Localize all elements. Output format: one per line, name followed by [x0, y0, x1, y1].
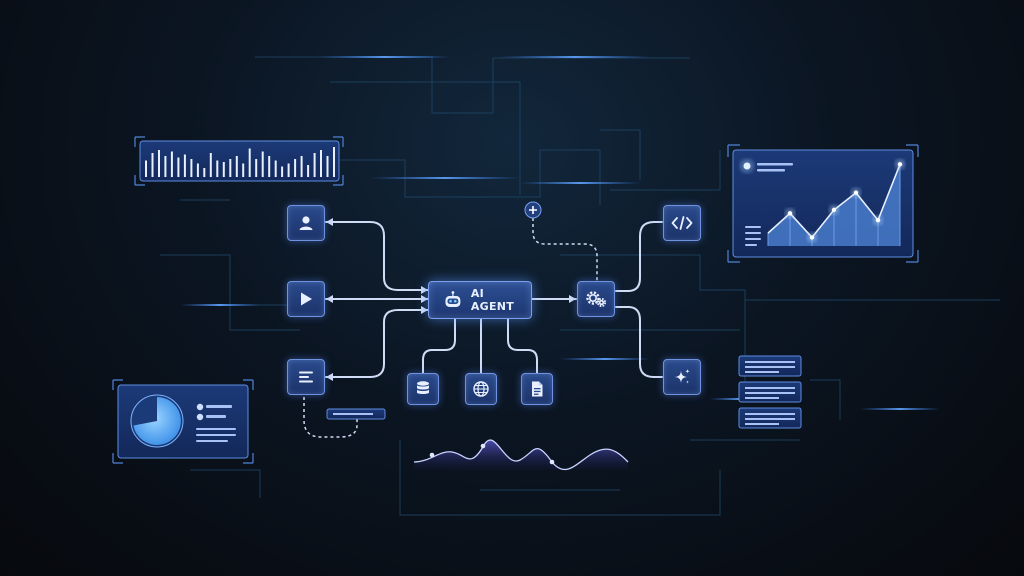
robot-icon	[445, 291, 461, 307]
bar-panel-bar	[294, 159, 297, 177]
media-node[interactable]	[287, 281, 325, 317]
bar-panel-bar	[216, 160, 219, 177]
text-node[interactable]	[287, 359, 325, 395]
line-chart-point	[875, 218, 881, 223]
waveform-decoration	[413, 439, 629, 471]
bar-panel-bar	[333, 147, 335, 177]
bar-panel-bar	[287, 163, 290, 177]
bar-panel	[134, 136, 344, 186]
pie-panel	[112, 379, 254, 464]
database-icon	[417, 381, 429, 394]
code-node[interactable]	[663, 205, 701, 241]
bar-panel-bar	[307, 165, 310, 177]
bar-panel-bar	[320, 150, 322, 177]
connectors	[325, 221, 663, 378]
line-chart-points	[785, 159, 905, 243]
bar-panel-bar	[170, 151, 173, 177]
text-output-label	[326, 408, 386, 420]
bar-panel-bar	[151, 153, 154, 177]
sparkle-icon	[675, 369, 690, 384]
bar-panel-bar	[326, 156, 329, 177]
play-icon	[301, 292, 312, 306]
bar-panel-bar	[274, 160, 277, 177]
bar-panel-bar	[158, 150, 160, 177]
user-icon	[299, 216, 313, 230]
add-node[interactable]	[524, 201, 542, 219]
bar-panel-bar	[235, 156, 238, 177]
connector-user-agent	[325, 221, 429, 291]
connector-agent-database	[422, 318, 456, 374]
ai-magic-node[interactable]	[663, 359, 701, 395]
bar-panel-bar	[145, 160, 147, 177]
plus-icon	[529, 206, 537, 214]
bar-panel-bar	[183, 154, 186, 177]
connector-settings-code	[615, 221, 663, 292]
code-icon	[671, 216, 693, 230]
connector-text-agent	[325, 309, 429, 378]
settings-node[interactable]	[577, 281, 615, 317]
dashed-connectors	[303, 218, 598, 438]
connector-settings-sparkle	[615, 306, 663, 378]
database-node[interactable]	[407, 373, 439, 405]
ai-agent-label: AI AGENT	[470, 287, 515, 313]
bar-panel-bar	[190, 159, 193, 177]
bar-panel-bar	[177, 157, 180, 177]
line-chart-point	[787, 211, 793, 216]
bar-panel-bar	[242, 163, 245, 177]
bar-panel-bar	[209, 153, 212, 177]
line-chart-point	[853, 190, 859, 195]
bar-panel-bars	[145, 147, 335, 177]
pie-slice	[133, 397, 181, 446]
line-chart-point	[809, 235, 815, 240]
background-circuit-lines	[160, 56, 1000, 516]
bar-panel-bar	[164, 156, 167, 177]
bar-panel-bar	[255, 159, 258, 177]
connector-agent-document	[507, 318, 538, 374]
ai-agent-node[interactable]: AI AGENT	[428, 281, 532, 319]
stacked-text-panels	[738, 355, 802, 429]
stacked-panel-2	[738, 381, 802, 403]
stacked-panel-1	[738, 355, 802, 377]
user-node[interactable]	[287, 205, 325, 241]
arrowheads	[326, 218, 576, 381]
bar-panel-bar	[222, 162, 225, 177]
connector-plus-settings	[532, 218, 598, 283]
gears-icon	[586, 291, 607, 308]
bar-panel-bar	[203, 168, 206, 177]
text-lines-icon	[299, 371, 313, 383]
bar-panel-bar	[313, 153, 316, 177]
document-node[interactable]	[521, 373, 553, 405]
line-chart-point	[897, 162, 903, 167]
bar-panel-bar	[248, 148, 251, 177]
web-node[interactable]	[465, 373, 497, 405]
line-chart-point	[831, 207, 837, 213]
bar-panel-bar	[261, 151, 264, 177]
bar-panel-bar	[229, 159, 232, 177]
bar-panel-bar	[281, 166, 284, 177]
globe-icon	[473, 381, 489, 397]
bar-panel-bar	[268, 156, 271, 177]
bar-panel-bar	[196, 163, 199, 177]
stacked-panel-3	[738, 407, 802, 429]
line-chart-panel	[727, 144, 919, 263]
document-icon	[532, 381, 543, 397]
bar-panel-bar	[300, 156, 303, 177]
